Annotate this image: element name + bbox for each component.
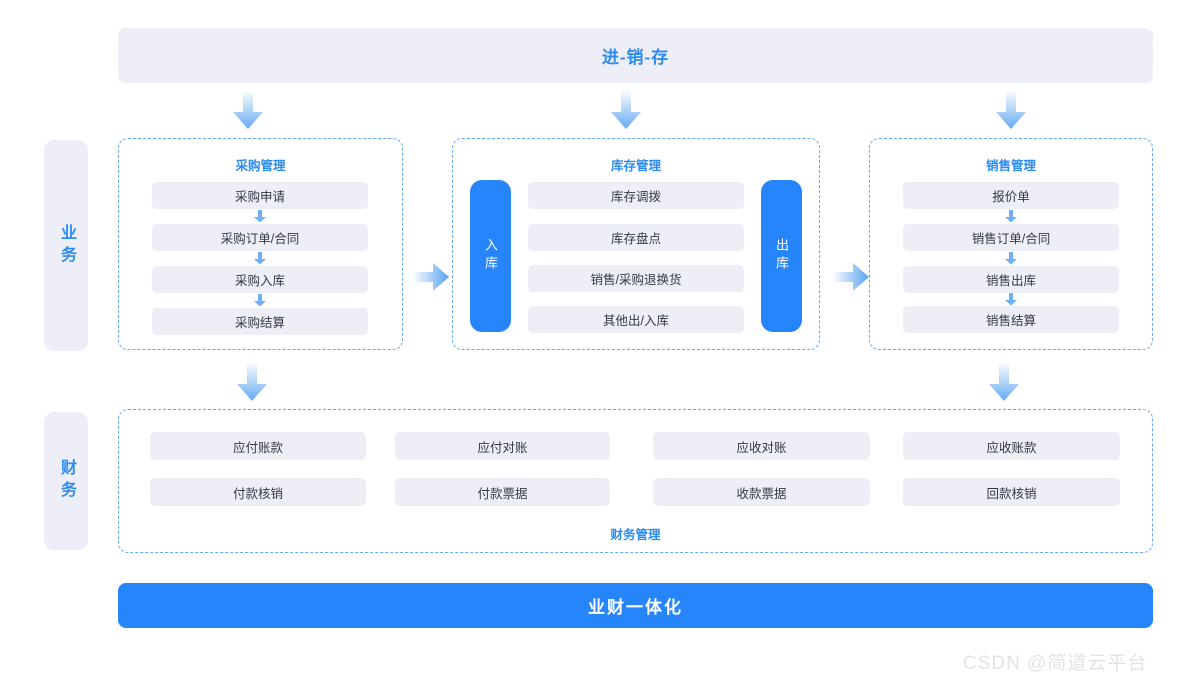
item-inventory-3[interactable]: 销售/采购退换货 (528, 265, 744, 292)
group-inventory (452, 138, 820, 350)
step-arrow-purchase-1 (254, 210, 266, 223)
item-sales-2[interactable]: 销售订单/合同 (903, 224, 1119, 251)
group-purchase-title: 采购管理 (235, 159, 286, 173)
bottom-banner-label: 业财一体化 (588, 598, 683, 617)
item-sales-1[interactable]: 报价单 (903, 182, 1119, 209)
item-finance-r2c4[interactable]: 回款核销 (903, 478, 1120, 506)
watermark: CSDN @简道云平台 (963, 653, 1148, 674)
arrow-right-purchase-to-inventory (412, 263, 449, 291)
arrow-right-inventory-to-sales (832, 263, 869, 291)
item-purchase-3[interactable]: 采购入库 (152, 266, 368, 293)
item-sales-3[interactable]: 销售出库 (903, 266, 1119, 293)
step-arrow-sales-3 (1005, 293, 1017, 306)
item-inventory-4[interactable]: 其他出/入库 (528, 306, 744, 333)
item-inventory-2[interactable]: 库存盘点 (528, 224, 744, 251)
outbound-bar[interactable]: 出库 (761, 180, 802, 332)
item-finance-r2c3[interactable]: 收款票据 (653, 478, 870, 506)
item-finance-r2c2[interactable]: 付款票据 (395, 478, 610, 506)
group-inventory-title: 库存管理 (610, 159, 661, 173)
item-finance-r1c4[interactable]: 应收账款 (903, 432, 1120, 460)
group-finance (118, 409, 1153, 553)
inbound-bar[interactable]: 入库 (470, 180, 511, 332)
arrow-down-to-sales (996, 90, 1026, 129)
item-finance-r1c3[interactable]: 应收对账 (653, 432, 870, 460)
bottom-banner: 业财一体化 (118, 583, 1153, 628)
top-banner: 进-销-存 (118, 28, 1153, 83)
arrow-down-to-purchase (233, 90, 263, 129)
item-finance-r1c1[interactable]: 应付账款 (150, 432, 366, 460)
swimlane-label-business: 业务 (44, 140, 88, 351)
step-arrow-sales-1 (1005, 210, 1017, 223)
arrow-down-to-inventory (611, 90, 641, 129)
arrow-down-sales-to-finance (989, 362, 1019, 401)
step-arrow-purchase-3 (254, 294, 266, 307)
item-purchase-1[interactable]: 采购申请 (152, 182, 368, 209)
top-banner-label: 进-销-存 (601, 48, 670, 67)
swimlane-label-finance: 财务 (44, 412, 88, 550)
step-arrow-purchase-2 (254, 252, 266, 265)
item-finance-r2c1[interactable]: 付款核销 (150, 478, 366, 506)
group-sales-title: 销售管理 (985, 159, 1036, 173)
item-inventory-1[interactable]: 库存调拨 (528, 182, 744, 209)
arrow-down-purchase-to-finance (237, 362, 267, 401)
step-arrow-sales-2 (1005, 252, 1017, 265)
group-purchase (118, 138, 403, 350)
item-purchase-4[interactable]: 采购结算 (152, 308, 368, 335)
item-purchase-2[interactable]: 采购订单/合同 (152, 224, 368, 251)
swimlane-label-finance-text: 财务 (58, 459, 75, 503)
item-sales-4[interactable]: 销售结算 (903, 306, 1119, 333)
group-finance-title: 财务管理 (610, 528, 661, 542)
group-sales (869, 138, 1153, 350)
swimlane-label-business-text: 业务 (58, 223, 75, 268)
item-finance-r1c2[interactable]: 应付对账 (395, 432, 610, 460)
